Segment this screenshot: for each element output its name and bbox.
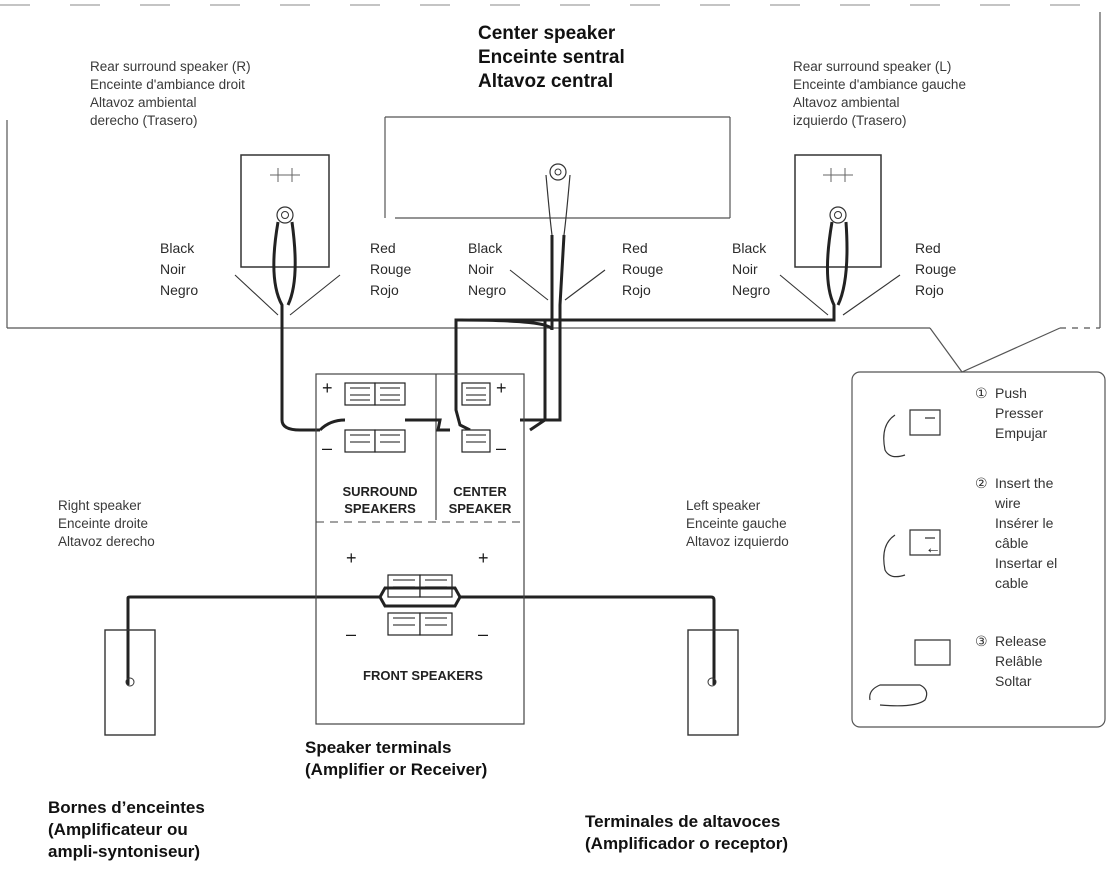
caption-english: Speaker terminals (Amplifier or Receiver…	[305, 738, 488, 779]
step-3-text: Release Relâble Soltar	[995, 633, 1047, 689]
insert-arrow-icon: ←	[925, 540, 941, 557]
center-minus-sign: –	[496, 438, 507, 458]
surround-speakers-label: SURROUND SPEAKERS	[342, 484, 418, 516]
front-plus-sign-right: +	[346, 548, 357, 568]
front-terminals	[387, 574, 453, 636]
front-right-speaker-label: Right speaker Enceinte droite Altavoz de…	[58, 498, 155, 549]
speaker-wires	[126, 221, 849, 685]
front-right-speaker	[104, 629, 156, 736]
step-2-number: ②	[975, 475, 988, 491]
wire-black-label-left: Black Noir Negro	[732, 240, 771, 298]
front-minus-sign-right: –	[346, 624, 357, 644]
step-1-number: ①	[975, 385, 988, 401]
callout-box	[851, 327, 1106, 728]
surround-terminals	[344, 382, 406, 453]
room-outline	[6, 12, 1101, 329]
wire-red-label-left: Red Rouge Rojo	[915, 240, 957, 298]
center-terminals	[461, 382, 491, 453]
step-1-text: Push Presser Empujar	[995, 385, 1048, 441]
surround-minus-sign: –	[322, 438, 333, 458]
caption-spanish: Terminales de altavoces (Amplificador o …	[585, 812, 789, 853]
surround-plus-sign: +	[322, 378, 333, 398]
wire-red-label-center: Red Rouge Rojo	[622, 240, 664, 298]
front-left-speaker	[687, 629, 739, 736]
terminal-panel	[315, 373, 525, 725]
step-3-number: ③	[975, 633, 988, 649]
center-plus-sign: +	[496, 378, 507, 398]
front-right-speaker-cone-icon	[125, 677, 135, 687]
rear-left-speaker-label: Rear surround speaker (L) Enceinte d'amb…	[793, 59, 966, 128]
center-speaker-unit	[545, 163, 571, 236]
pointer-arrows	[234, 269, 901, 316]
wire-black-label-center: Black Noir Negro	[468, 240, 507, 298]
step-2-text: Insert the wire Insérer le câble Inserta…	[995, 475, 1058, 591]
front-plus-sign-left: +	[478, 548, 489, 568]
rear-right-speaker	[240, 154, 330, 268]
wire-black-label-right: Black Noir Negro	[160, 240, 199, 298]
rear-right-speaker-label: Rear surround speaker (R) Enceinte d'amb…	[90, 59, 251, 128]
front-speakers-label: FRONT SPEAKERS	[363, 668, 483, 683]
caption-french: Bornes d’enceintes (Amplificateur ou amp…	[48, 798, 205, 861]
front-left-speaker-label: Left speaker Enceinte gauche Altavoz izq…	[686, 498, 789, 549]
front-minus-sign-left: –	[478, 624, 489, 644]
front-left-speaker-cone-icon	[707, 677, 717, 687]
wire-red-label-right: Red Rouge Rojo	[370, 240, 412, 298]
center-speaker-title: Center speaker Enceinte sentral Altavoz …	[478, 23, 625, 92]
rear-left-speaker	[794, 154, 882, 268]
hand-illustrations	[869, 409, 951, 707]
center-speaker-terminal-label: CENTER SPEAKER	[448, 484, 512, 516]
